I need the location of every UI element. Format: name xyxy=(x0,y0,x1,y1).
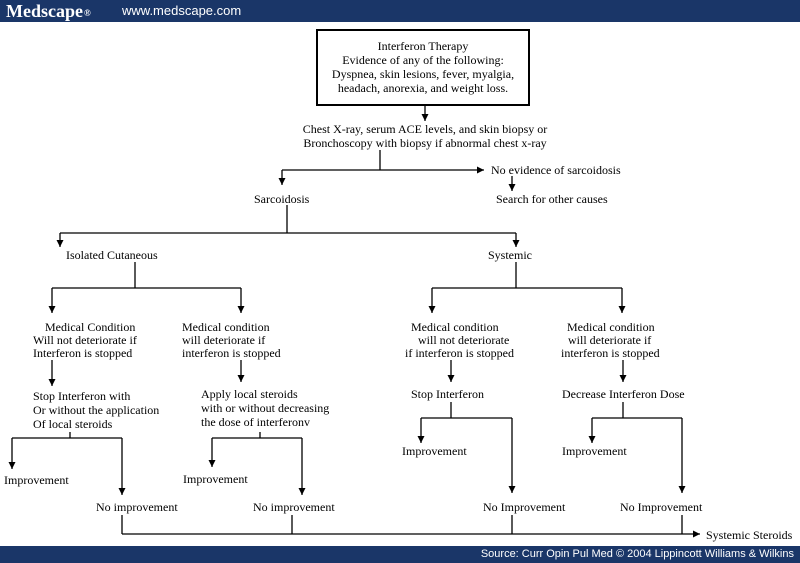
footer-bar: Source: Curr Opin Pul Med © 2004 Lippinc… xyxy=(0,546,800,563)
site-url-link[interactable]: www.medscape.com xyxy=(122,3,242,18)
cond-a-line-3: Interferon is stopped xyxy=(33,346,133,360)
action-b-line-1: Apply local steroids xyxy=(201,387,298,401)
medscape-logo[interactable]: Medscape® xyxy=(6,1,91,23)
noimprove-c-label: No Improvement xyxy=(483,500,566,514)
improve-b-label: Improvement xyxy=(183,472,248,486)
isolated-cutaneous-label: Isolated Cutaneous xyxy=(66,248,158,262)
no-evidence-label: No evidence of sarcoidosis xyxy=(491,163,621,177)
cond-c-line-3: if interferon is stopped xyxy=(405,346,514,360)
action-a-line-2: Or without the application xyxy=(33,403,160,417)
cond-a-line-1: Medical Condition xyxy=(45,320,136,334)
cond-d-line-3: interferon is stopped xyxy=(561,346,660,360)
noimprove-a-label: No improvement xyxy=(96,500,178,514)
improve-c-label: Improvement xyxy=(402,444,467,458)
cond-c-line-1: Medical condition xyxy=(411,320,499,334)
sarcoidosis-label: Sarcoidosis xyxy=(254,192,310,206)
cond-a-line-2: Will not deteriorate if xyxy=(33,333,137,347)
action-a-line-3: Of local steroids xyxy=(33,417,113,431)
start-line-3: Dyspnea, skin lesions, fever, myalgia, xyxy=(331,67,515,81)
systemic-steroids-label: Systemic Steroids xyxy=(706,528,793,542)
flowchart-connectors xyxy=(8,106,700,538)
action-c-label: Stop Interferon xyxy=(411,387,484,401)
action-b-line-2: with or without decreasing xyxy=(201,401,330,415)
brand-name: Medscape xyxy=(6,1,83,21)
action-b-line-3: the dose of interferonv xyxy=(201,415,310,429)
source-citation: Source: Curr Opin Pul Med © 2004 Lippinc… xyxy=(480,548,794,560)
noimprove-b-label: No improvement xyxy=(253,500,335,514)
cond-b-line-3: interferon is stopped xyxy=(182,346,281,360)
start-box xyxy=(316,29,530,106)
header-bar: Medscape® www.medscape.com xyxy=(0,0,800,22)
action-d-label: Decrease Interferon Dose xyxy=(562,387,685,401)
search-other-label: Search for other causes xyxy=(496,192,608,206)
workup-line-2: Bronchoscopy with biopsy if abnormal che… xyxy=(303,136,547,150)
noimprove-d-label: No Improvement xyxy=(620,500,703,514)
registered-mark: ® xyxy=(83,7,91,18)
cond-c-line-2: will not deteriorate xyxy=(418,333,510,347)
action-a-line-1: Stop Interferon with xyxy=(33,389,131,403)
cond-d-line-2: will deteriorate if xyxy=(568,333,652,347)
start-line-1: Interferon Therapy xyxy=(377,39,469,53)
cond-d-line-1: Medical condition xyxy=(567,320,655,334)
cond-b-line-1: Medical condition xyxy=(182,320,270,334)
improve-d-label: Improvement xyxy=(562,444,627,458)
start-line-4: headach, anorexia, and weight loss. xyxy=(337,81,509,95)
workup-line-1: Chest X-ray, serum ACE levels, and skin … xyxy=(302,122,548,136)
improve-a-label: Improvement xyxy=(4,473,69,487)
cond-b-line-2: will deteriorate if xyxy=(182,333,266,347)
start-line-2: Evidence of any of the following: xyxy=(342,53,504,67)
systemic-label: Systemic xyxy=(488,248,532,262)
